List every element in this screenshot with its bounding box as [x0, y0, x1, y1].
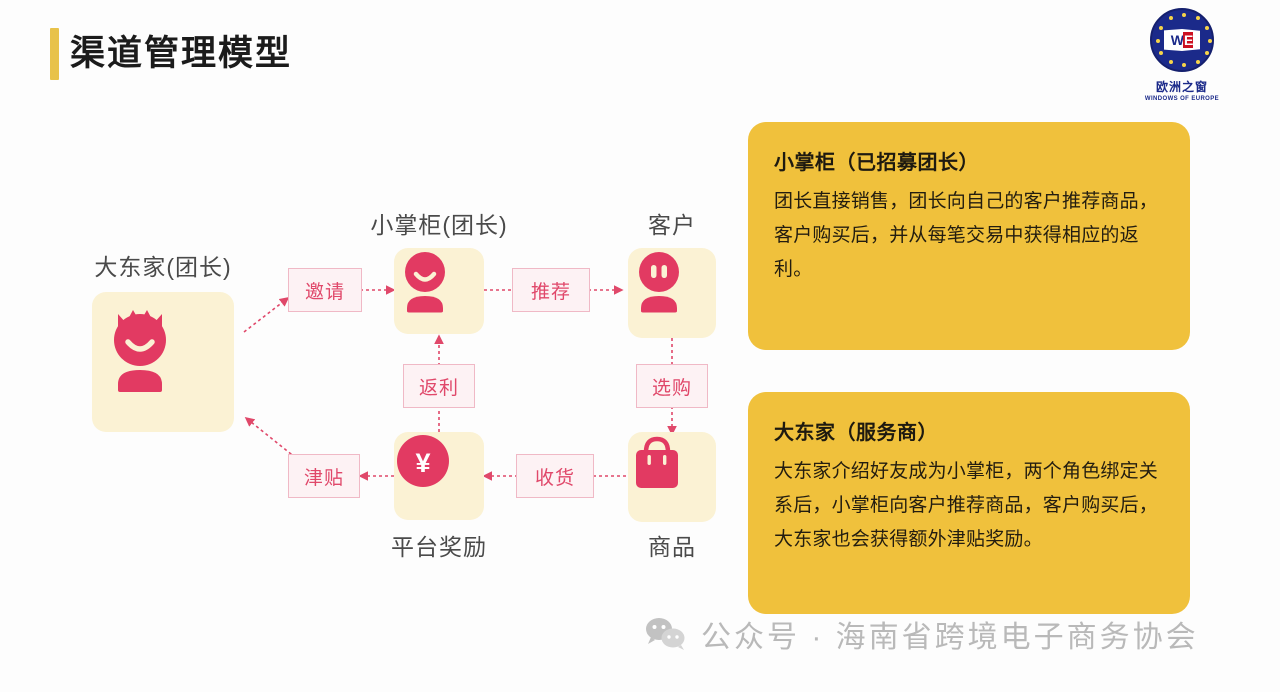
title-accent-bar — [50, 28, 59, 80]
flow-label-jintie[interactable]: 津贴 — [288, 454, 360, 498]
flow-label-yaoqing[interactable]: 邀请 — [288, 268, 362, 312]
diagram-connectors — [243, 285, 677, 481]
flow-label-shouhuo-text: 收货 — [534, 467, 575, 489]
info-card-dadongjia[interactable]: 大东家（服务商） 大东家介绍好友成为小掌柜，两个角色绑定关系后，小掌柜向客户推荐… — [748, 392, 1190, 614]
customer-avatar-icon — [639, 252, 679, 313]
logo-name-en: WINDOWS OF EUROPE — [1144, 96, 1220, 102]
flow-label-tuijian-text: 推荐 — [530, 281, 571, 303]
diagram-node-shangpin[interactable]: 商品 — [628, 432, 716, 560]
card-2-body: 大东家介绍好友成为小掌柜，两个角色绑定关系后，小掌柜向客户推荐商品，客户购买后，… — [774, 461, 1159, 550]
flow-label-fanli-text: 返利 — [418, 377, 459, 399]
card-1-title: 小掌柜（已招募团长） — [774, 152, 979, 174]
crowned-avatar-icon — [114, 310, 166, 392]
logo-name-cn: 欧洲之窗 — [1155, 80, 1208, 94]
page-title: 渠道管理模型 — [70, 34, 293, 73]
flow-label-fanli[interactable]: 返利 — [403, 364, 475, 408]
flow-label-tuijian[interactable]: 推荐 — [512, 268, 590, 312]
shopping-bag-icon — [636, 436, 678, 488]
diagram-node-xiaozhanggui[interactable]: 小掌柜(团长) — [370, 212, 507, 334]
smiling-avatar-icon — [405, 252, 445, 313]
watermark: 公众号 · 海南省跨境电子商务协会 — [645, 612, 1199, 656]
logo-letter-w: W — [1170, 32, 1184, 48]
diagram-node-dadongjia[interactable]: 大东家(团长) — [92, 254, 234, 432]
flow-label-xuangou-text: 选购 — [651, 377, 692, 399]
svg-text:¥: ¥ — [415, 448, 430, 478]
shangpin-caption: 商品 — [648, 534, 696, 560]
diagram-node-pingtaijiangli[interactable]: ¥ 平台奖励 — [391, 432, 486, 560]
xiaozhanggui-caption: 小掌柜(团长) — [370, 212, 508, 238]
xiaozhanggui-icon-box — [394, 248, 484, 334]
flow-label-jintie-text: 津贴 — [303, 467, 344, 489]
card-1-body: 团长直接销售，团长向自己的客户推荐商品，客户购买后，并从每笔交易中获得相应的返利… — [774, 191, 1159, 280]
pingtaijiangli-caption: 平台奖励 — [391, 534, 487, 560]
kehu-caption: 客户 — [648, 212, 696, 238]
diagram-node-kehu[interactable]: 客户 — [628, 212, 716, 338]
yen-coin-icon: ¥ — [397, 435, 449, 487]
shangpin-icon-box — [628, 432, 716, 522]
watermark-text: 公众号 · 海南省跨境电子商务协会 — [701, 621, 1199, 654]
kehu-icon-box — [628, 248, 716, 338]
flow-label-xuangou[interactable]: 选购 — [636, 364, 708, 408]
flow-label-shouhuo[interactable]: 收货 — [516, 454, 594, 498]
wechat-icon — [646, 618, 685, 650]
info-card-xiaozhanggui[interactable]: 小掌柜（已招募团长） 团长直接销售，团长向自己的客户推荐商品，客户购买后，并从每… — [748, 122, 1190, 350]
dadongjia-icon-box — [92, 292, 234, 432]
dadongjia-caption: 大东家(团长) — [94, 254, 232, 280]
flow-label-yaoqing-text: 邀请 — [304, 281, 345, 303]
pingtaijiangli-icon-box: ¥ — [394, 432, 484, 520]
logo-letter-e: E — [1182, 32, 1193, 48]
channel-flow-diagram: 大东家(团长) 小掌柜(团长) — [60, 170, 740, 570]
header: 渠道管理模型 — [0, 0, 1280, 115]
card-2-title: 大东家（服务商） — [774, 422, 938, 444]
